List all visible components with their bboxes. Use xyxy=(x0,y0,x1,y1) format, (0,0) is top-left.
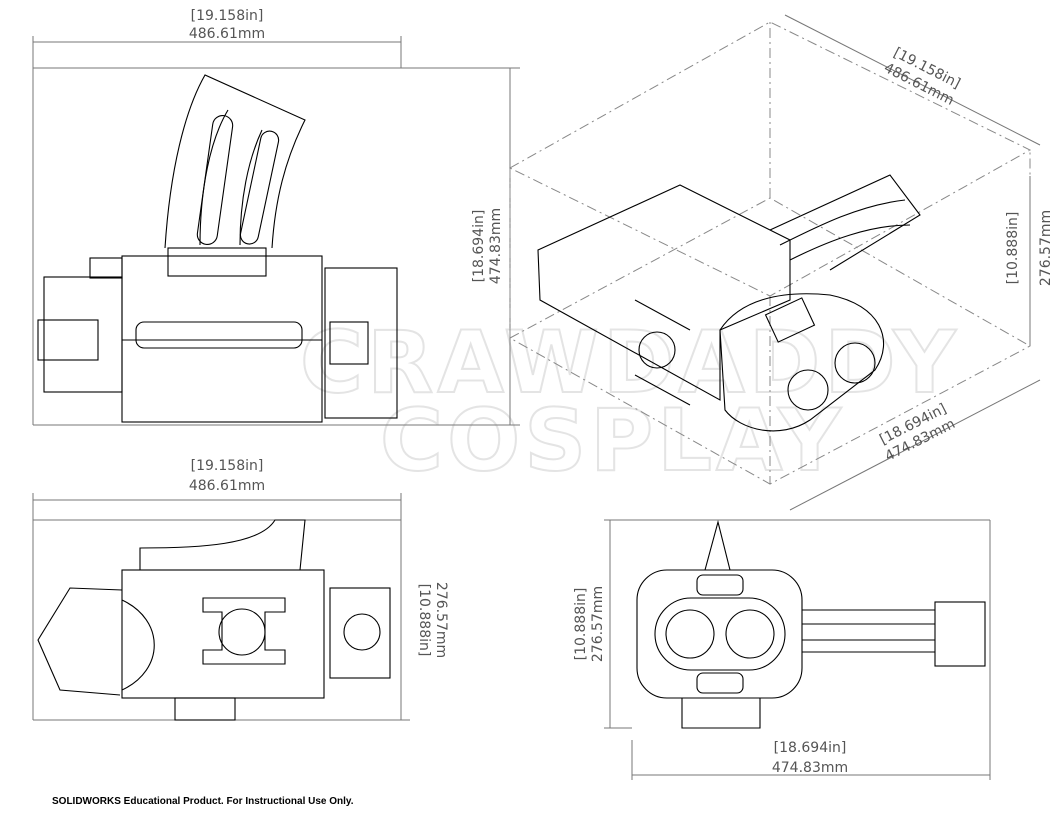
front-width-mm: 486.61mm xyxy=(189,478,265,494)
side-width-in: [18.694in] xyxy=(774,740,847,756)
isometric-view: [19.158in] 486.61mm [10.888in] 276.57mm … xyxy=(508,14,1054,511)
svg-text:COSPLAY: COSPLAY xyxy=(380,391,845,491)
watermark: CRAWDADDY COSPLAY xyxy=(299,312,960,492)
front-width-in: [19.158in] xyxy=(191,458,264,474)
iso-height-in: [10.888in] xyxy=(1005,212,1021,285)
side-view: [10.888in] 276.57mm [18.694in] 474.83mm xyxy=(573,519,991,780)
top-height-mm: 474.83mm xyxy=(488,208,504,284)
top-width-mm: 486.61mm xyxy=(189,26,265,42)
front-height-mm: 276.57mm xyxy=(433,582,449,658)
top-height-in: [18.694in] xyxy=(471,210,487,283)
top-width-in: [19.158in] xyxy=(191,8,264,24)
educational-notice: SOLIDWORKS Educational Product. For Inst… xyxy=(52,796,354,807)
svg-text:CRAWDADDY: CRAWDADDY xyxy=(300,313,960,413)
front-height-in: [10.888in] xyxy=(416,584,432,657)
side-height-in: [10.888in] xyxy=(573,588,589,661)
iso-height-mm: 276.57mm xyxy=(1038,210,1054,286)
side-width-mm: 474.83mm xyxy=(772,760,848,776)
side-height-mm: 276.57mm xyxy=(590,586,606,662)
front-view: [19.158in] 486.61mm [10.888in] 276.57mm xyxy=(32,458,449,721)
top-view: [19.158in] 486.61mm [18.694in] 474.83mm xyxy=(32,8,520,426)
